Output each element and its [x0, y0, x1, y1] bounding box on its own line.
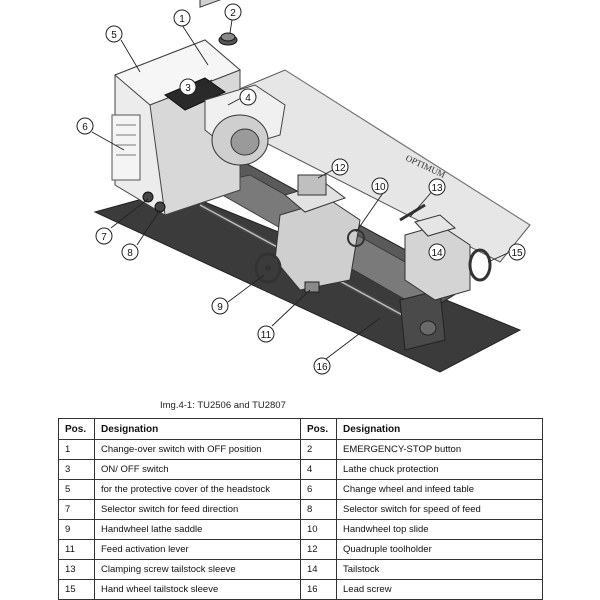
callout-12: 12	[334, 163, 346, 174]
table-cell: 10	[300, 519, 337, 540]
column-header: Designation	[94, 418, 301, 440]
lathe-illustration: OPTIMUM 1	[76, 0, 531, 375]
table-cell: 16	[300, 579, 337, 600]
table-header-row: Pos. Designation Pos. Designation	[58, 418, 543, 440]
table-cell: Change wheel and infeed table	[336, 479, 543, 500]
table-cell: EMERGENCY-STOP button	[336, 439, 543, 460]
handwheel-tailstock	[468, 248, 492, 282]
table-cell: ON/ OFF switch	[94, 459, 301, 480]
table-row: 1 Change-over switch with OFF position 2…	[58, 439, 543, 460]
callout-13: 13	[431, 183, 443, 194]
table-row: 11 Feed activation lever 12 Quadruple to…	[58, 539, 543, 560]
table-row: 15 Hand wheel tailstock sleeve 16 Lead s…	[58, 579, 543, 600]
table-cell: Quadruple toolholder	[336, 539, 543, 560]
table-cell: 12	[300, 539, 337, 560]
table-cell: Clamping screw tailstock sleeve	[94, 559, 301, 580]
table-cell: 9	[58, 519, 95, 540]
column-header: Pos.	[300, 418, 337, 440]
table-cell: 4	[300, 459, 337, 480]
table-cell: 5	[58, 479, 95, 500]
table-cell: Tailstock	[336, 559, 543, 580]
callout-1: 1	[179, 14, 185, 25]
callout-11: 11	[261, 330, 272, 341]
table-row: 13 Clamping screw tailstock sleeve 14 Ta…	[58, 559, 543, 580]
callout-5: 5	[111, 30, 117, 41]
table-cell: Handwheel top slide	[336, 519, 543, 540]
table-cell: 3	[58, 459, 95, 480]
table-row: 7 Selector switch for feed direction 8 S…	[58, 499, 543, 520]
callout-8: 8	[127, 248, 133, 259]
parts-table: Pos. Designation Pos. Designation 1 Chan…	[58, 418, 543, 600]
table-cell: 11	[58, 539, 95, 560]
table-cell: 14	[300, 559, 337, 580]
figure-caption: Img.4-1: TU2506 and TU2807	[160, 400, 286, 411]
callout-16: 16	[316, 362, 328, 373]
table-row: 5 for the protective cover of the headst…	[58, 479, 543, 500]
handwheel-saddle	[254, 252, 282, 284]
callout-10: 10	[374, 182, 386, 193]
callout-2: 2	[230, 8, 236, 19]
table-cell: Selector switch for speed of feed	[336, 499, 543, 520]
table-row: 3 ON/ OFF switch 4 Lathe chuck protectio…	[58, 459, 543, 480]
table-cell: Feed activation lever	[94, 539, 301, 560]
callout-6: 6	[82, 122, 88, 133]
table-cell: for the protective cover of the headstoc…	[94, 479, 301, 500]
table-cell: Hand wheel tailstock sleeve	[94, 579, 301, 600]
table-cell: Lathe chuck protection	[336, 459, 543, 480]
table-cell: Lead screw	[336, 579, 543, 600]
table-cell: 1	[58, 439, 95, 460]
callout-4: 4	[245, 93, 251, 104]
callout-9: 9	[217, 302, 223, 313]
column-header: Designation	[336, 418, 543, 440]
table-cell: 2	[300, 439, 337, 460]
callout-14: 14	[431, 248, 443, 259]
table-cell: 15	[58, 579, 95, 600]
table-cell: Change-over switch with OFF position	[94, 439, 301, 460]
table-cell: 8	[300, 499, 337, 520]
table-cell: 13	[58, 559, 95, 580]
table-cell: Handwheel lathe saddle	[94, 519, 301, 540]
callout-15: 15	[511, 248, 523, 259]
callout-7: 7	[101, 232, 107, 243]
table-cell: 6	[300, 479, 337, 500]
toolholder	[297, 174, 327, 196]
column-header: Pos.	[58, 418, 95, 440]
table-row: 9 Handwheel lathe saddle 10 Handwheel to…	[58, 519, 543, 540]
callout-3: 3	[185, 83, 191, 94]
table-cell: 7	[58, 499, 95, 520]
table-cell: Selector switch for feed direction	[94, 499, 301, 520]
